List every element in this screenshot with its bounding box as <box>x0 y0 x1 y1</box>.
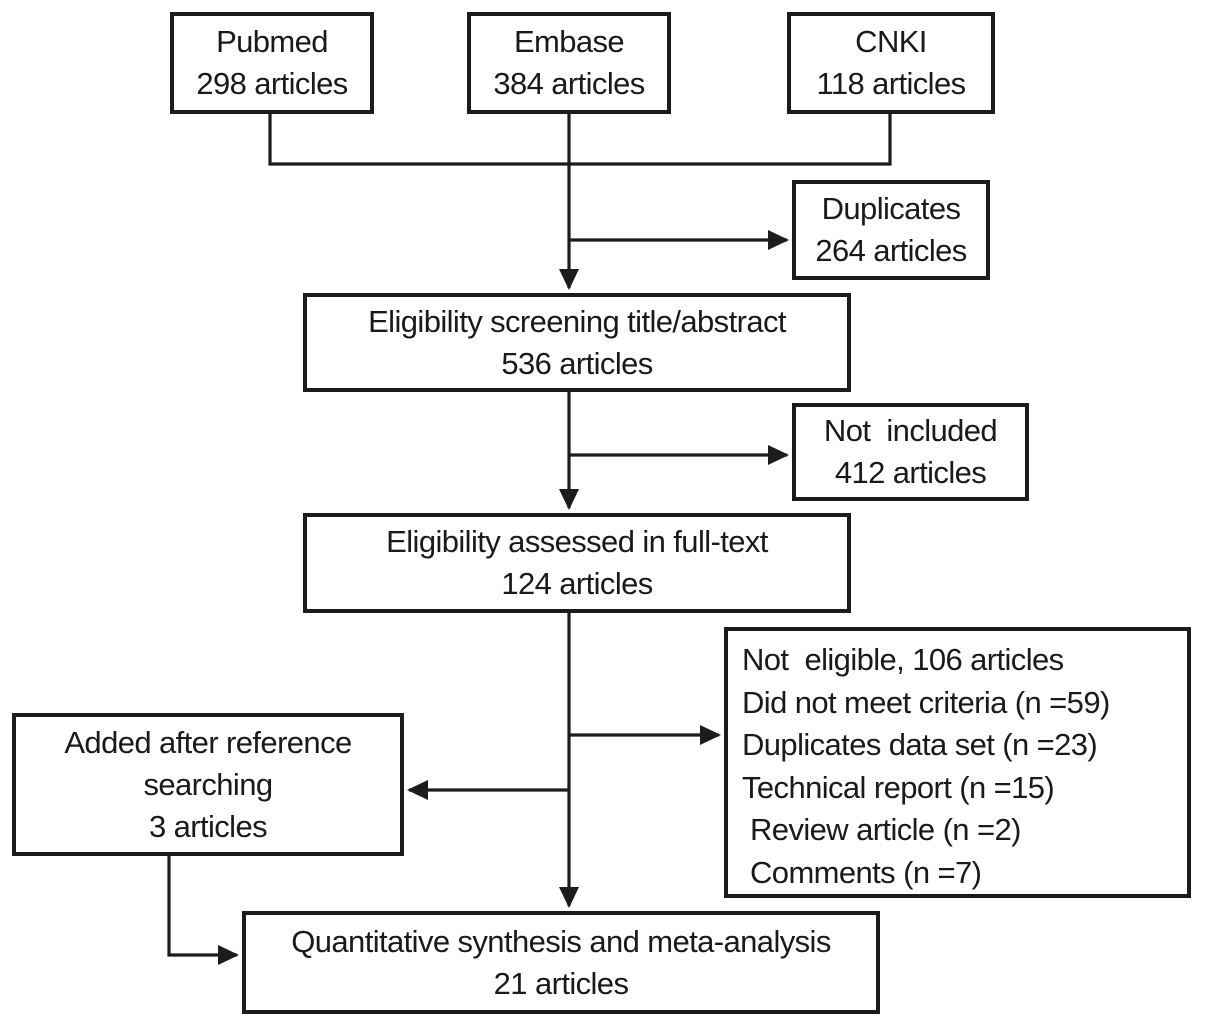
box-not-eligible-reasons: Not eligible, 106 articles Did not meet … <box>724 627 1191 898</box>
box-eligibility-screening: Eligibility screening title/abstract 536… <box>303 293 851 392</box>
added-ref-label-1: Added after reference <box>64 724 352 760</box>
not-included-label: Not included <box>823 413 998 448</box>
box-duplicates-removed: Duplicates 264 articles <box>792 180 990 280</box>
embase-label: Embase <box>513 24 625 59</box>
box-added-after-reference: Added after reference searching 3 articl… <box>12 713 404 856</box>
pubmed-count: 298 articles <box>196 66 348 101</box>
screening-count: 536 articles <box>501 345 653 381</box>
box-fulltext-assessment: Eligibility assessed in full-text 124 ar… <box>303 513 851 613</box>
not-eligible-line: Not eligible, 106 articles <box>742 642 1064 677</box>
screening-label: Eligibility screening title/abstract <box>368 303 786 339</box>
box-cnki-source: CNKI 118 articles <box>787 12 995 114</box>
not-included-count: 412 articles <box>834 455 987 490</box>
arrow-added-ref-to-quant <box>167 856 239 965</box>
embase-count: 384 articles <box>493 66 645 101</box>
added-ref-count: 3 articles <box>148 808 268 844</box>
cnki-label: CNKI <box>855 24 927 59</box>
fulltext-count: 124 articles <box>501 566 653 601</box>
added-ref-label-2: searching <box>143 766 273 802</box>
fulltext-label: Eligibility assessed in full-text <box>386 524 768 559</box>
box-embase-source: Embase 384 articles <box>467 12 671 114</box>
not-eligible-line: Duplicates data set (n =23) <box>742 727 1098 762</box>
pubmed-label: Pubmed <box>216 24 328 59</box>
cnki-count: 118 articles <box>816 66 966 101</box>
duplicates-count: 264 articles <box>815 233 967 268</box>
not-eligible-line: Technical report (n =15) <box>742 769 1055 805</box>
box-quantitative-synthesis: Quantitative synthesis and meta-analysis… <box>242 911 880 1014</box>
quant-count: 21 articles <box>493 965 629 1001</box>
duplicates-label: Duplicates <box>821 191 961 226</box>
box-pubmed-source: Pubmed 298 articles <box>170 12 374 114</box>
box-not-included: Not included 412 articles <box>792 403 1029 501</box>
connector-top-merge <box>268 114 892 166</box>
not-eligible-line: Did not meet criteria (n =59) <box>742 684 1110 720</box>
quant-label: Quantitative synthesis and meta-analysis <box>291 923 831 959</box>
not-eligible-line: Comments (n =7) <box>742 854 982 890</box>
not-eligible-line: Review article (n =2) <box>742 812 1021 847</box>
